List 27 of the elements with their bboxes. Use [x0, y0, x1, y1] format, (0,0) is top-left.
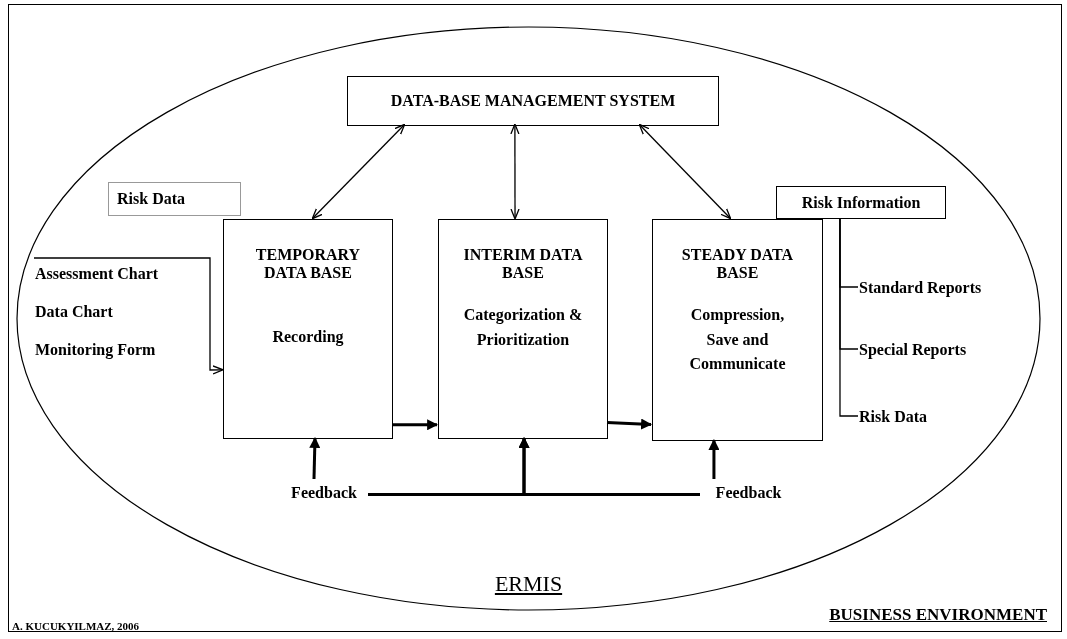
- process-box: INTERIM DATA BASE Categorization & Prioritization: [438, 219, 608, 439]
- output-text: Risk Data: [859, 408, 927, 426]
- feedback-text: Feedback: [291, 484, 357, 502]
- process-box: DATA-BASE MANAGEMENT SYSTEM: [347, 76, 719, 126]
- arrow: [606, 418, 653, 430]
- feedback-text: Feedback: [715, 484, 782, 502]
- arrow: [311, 123, 406, 220]
- input-text: Assessment Chart: [35, 265, 160, 283]
- input-box: Risk Data: [108, 182, 241, 216]
- output-box: Risk Information: [776, 186, 946, 219]
- arrow: [708, 438, 720, 479]
- arrow: [33, 257, 224, 375]
- arrow: [392, 419, 439, 431]
- environment-label: BUSINESS ENVIRONMENT: [829, 605, 1047, 625]
- author-credit: A. KUCUKYILMAZ, 2006: [12, 620, 140, 632]
- arrow: [510, 123, 520, 220]
- arrow: [309, 436, 321, 480]
- output-text: Special Reports: [859, 341, 967, 359]
- system-label: ERMIS: [494, 571, 563, 597]
- output-text: Standard Reports: [859, 279, 982, 297]
- process-box: STEADY DATA BASE Compression, Save and Communicate: [652, 219, 823, 441]
- arrow: [518, 436, 700, 497]
- process-box: TEMPORARY DATA BASE Recording: [223, 219, 393, 439]
- arrow: [638, 123, 732, 220]
- input-text: Data Chart: [35, 303, 114, 321]
- connector-line: [839, 217, 859, 417]
- input-text: Monitoring Form: [35, 341, 157, 359]
